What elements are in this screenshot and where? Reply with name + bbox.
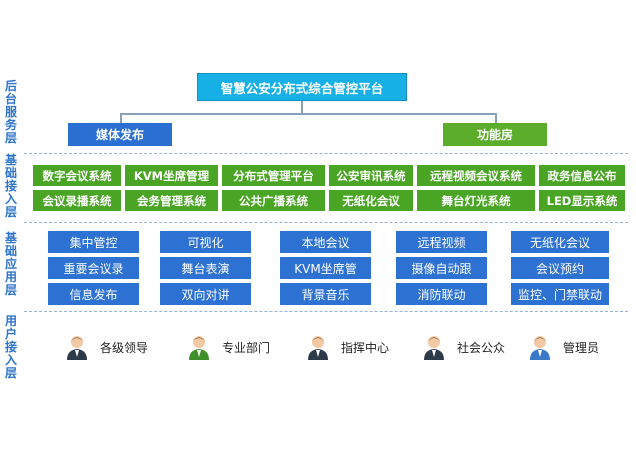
app-box: 集中管控 <box>48 231 139 253</box>
app-box: 舞台表演 <box>160 257 251 279</box>
department-person-icon <box>189 336 209 360</box>
user-leaders: 各级领导 <box>64 333 148 361</box>
public-person-icon <box>424 336 444 360</box>
app-box: 背景音乐 <box>280 283 371 305</box>
app-box: 本地会议 <box>280 231 371 253</box>
app-box: 会议预约 <box>511 257 609 279</box>
connector-horizontal <box>120 113 496 115</box>
connector-right <box>495 113 497 124</box>
divider-access <box>24 222 628 223</box>
access-box: LED显示系统 <box>539 190 625 211</box>
access-box: 远程视频会议系统 <box>417 165 535 186</box>
app-box: 消防联动 <box>396 283 487 305</box>
access-box: 会议录播系统 <box>33 190 121 211</box>
platform-title-box: 智慧公安分布式综合管控平台 <box>197 73 407 101</box>
layer-label-basic-app: 基础应用层 <box>4 231 17 297</box>
app-box: 信息发布 <box>48 283 139 305</box>
app-box: KVM坐席管 <box>280 257 371 279</box>
function-room-box: 功能房 <box>443 123 547 146</box>
user-label: 各级领导 <box>100 340 149 355</box>
app-box: 无纸化会议 <box>511 231 609 253</box>
user-label: 社会公众 <box>457 340 506 355</box>
connector-stem <box>301 101 303 114</box>
user-command-center: 指挥中心 <box>305 333 389 361</box>
leader-person-icon <box>67 336 87 360</box>
access-box: 会务管理系统 <box>125 190 218 211</box>
divider-backend <box>24 153 628 154</box>
divider-app <box>24 311 628 312</box>
connector-left <box>120 113 122 124</box>
app-box: 监控、门禁联动 <box>511 283 609 305</box>
app-box: 摄像自动跟 <box>396 257 487 279</box>
access-box: 政务信息公布 <box>539 165 625 186</box>
access-box: 无纸化会议 <box>329 190 413 211</box>
layer-label-user-access: 用户接入层 <box>4 314 17 380</box>
access-box: KVM坐席管理 <box>125 165 218 186</box>
access-box: 公共广播系统 <box>222 190 325 211</box>
user-departments: 专业部门 <box>186 333 270 361</box>
user-label: 专业部门 <box>222 340 271 355</box>
user-label: 指挥中心 <box>341 340 390 355</box>
command-person-icon <box>308 336 328 360</box>
user-admin: 管理员 <box>527 333 599 361</box>
layer-label-basic-access: 基础接入层 <box>4 153 17 219</box>
app-box: 重要会议录 <box>48 257 139 279</box>
admin-person-icon <box>530 336 550 360</box>
access-box: 公安审讯系统 <box>329 165 413 186</box>
app-box: 双向对讲 <box>160 283 251 305</box>
access-box: 数字会议系统 <box>33 165 121 186</box>
user-public: 社会公众 <box>421 333 505 361</box>
access-box: 舞台灯光系统 <box>417 190 535 211</box>
app-box: 远程视频 <box>396 231 487 253</box>
user-label: 管理员 <box>563 340 600 355</box>
media-publish-box: 媒体发布 <box>68 123 172 146</box>
layer-label-backend-service: 后台服务层 <box>4 79 17 145</box>
access-box: 分布式管理平台 <box>222 165 325 186</box>
app-box: 可视化 <box>160 231 251 253</box>
